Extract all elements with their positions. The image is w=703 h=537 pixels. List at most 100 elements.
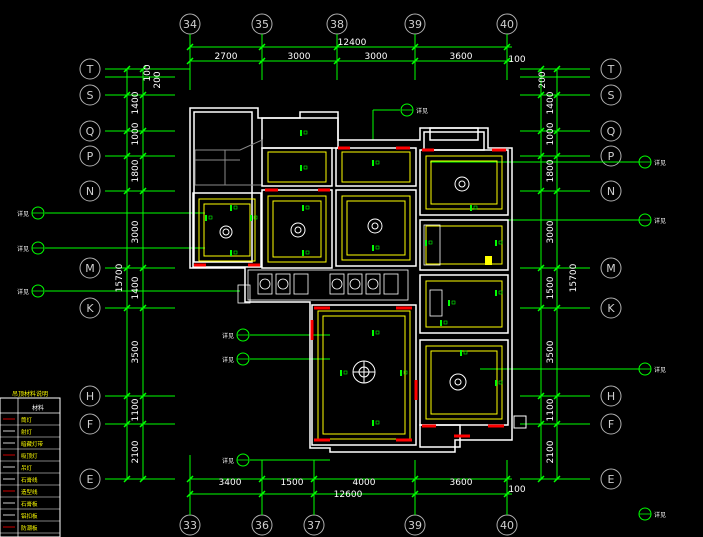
axis-bubble-left-6-label: K: [86, 302, 94, 315]
legend-header: 材料: [32, 404, 44, 412]
dim-bottom-seg-4: 3600: [450, 478, 473, 488]
dim-right-seg-6: 1500: [546, 276, 556, 299]
dim-left-total: 15700: [115, 263, 125, 292]
axis-bubble-right-2: Q: [600, 120, 622, 142]
chandelier-icon: [352, 360, 376, 384]
legend-row-label: 射灯: [21, 428, 33, 436]
callout-bottom: 详见: [638, 507, 666, 521]
axis-bubble-right-2-label: Q: [607, 125, 616, 138]
axis-bubble-top-2: 38: [326, 13, 348, 35]
dim-left-seg-5: 1800: [131, 159, 141, 182]
dim-left-seg-3: 1400: [131, 91, 141, 114]
axis-bubble-left-7: H: [79, 385, 101, 407]
axis-bubble-left-7-label: H: [86, 390, 94, 403]
axis-bubble-bottom-0: 33: [179, 514, 201, 536]
dim-bottom-seg-3: 4000: [353, 478, 376, 488]
dim-right-seg-1: 200: [538, 71, 548, 88]
dim-left-seg-7: 1400: [131, 276, 141, 299]
axis-bubble-right-7-label: H: [607, 390, 615, 403]
callout-left-5-text: 详见: [222, 457, 234, 465]
axis-bubble-left-3-label: P: [87, 150, 94, 163]
legend-title: 吊顶材料说明: [12, 390, 48, 398]
callout-right-0: 详见: [638, 155, 666, 169]
axis-bubble-left-9-label: E: [87, 473, 94, 486]
north-marker: [513, 415, 527, 429]
dim-left-seg-9: 1100: [131, 398, 141, 421]
axis-bubble-right-5: M: [600, 257, 622, 279]
axis-bubble-bottom-2: 37: [303, 514, 325, 536]
dim-left-seg-2: 200: [153, 71, 163, 88]
dimension-ticks: [123, 43, 561, 498]
axis-bubble-right-3: P: [600, 145, 622, 167]
axis-bubble-left-8-label: F: [87, 418, 93, 431]
axis-bubble-top-3-label: 39: [408, 18, 422, 31]
axis-bubble-left-1-label: S: [87, 89, 94, 102]
pendant-light-icon: [219, 225, 233, 239]
axis-bubble-left-1: S: [79, 84, 101, 106]
callout-right-2-text: 详见: [654, 366, 666, 374]
legend-row-label: 吸顶灯: [21, 452, 38, 460]
axis-bubble-top-4-label: 40: [500, 18, 514, 31]
axis-bubble-top-0: 34: [179, 13, 201, 35]
axis-bubble-left-4-label: N: [86, 185, 94, 198]
dim-top-seg-2: 3000: [288, 52, 311, 62]
axis-bubble-right-7: H: [600, 385, 622, 407]
floor-plan: [189, 107, 527, 453]
callout-right-1-text: 详见: [654, 217, 666, 225]
axis-bubble-right-5-label: M: [606, 262, 616, 275]
dimension-lines: [45, 40, 640, 515]
axis-bubble-bottom-2-label: 37: [307, 519, 321, 532]
axis-bubble-right-0: T: [600, 58, 622, 80]
callout-left-5: 详见: [222, 453, 250, 467]
axis-bubble-right-4: N: [600, 180, 622, 202]
legend-row-label: 暗藏灯带: [21, 440, 44, 448]
axis-bubble-right-6: K: [600, 297, 622, 319]
axis-bubble-left-5-label: M: [85, 262, 95, 275]
dim-right-seg-9: 2100: [546, 440, 556, 463]
dim-right-seg-8: 1100: [546, 398, 556, 421]
callout-left-3-text: 详见: [222, 332, 234, 340]
legend-row-label: 石膏线: [21, 476, 38, 484]
dim-bottom-extra: 100: [508, 485, 525, 495]
dim-left-seg-4: 1000: [131, 122, 141, 145]
axis-bubble-bottom-3-label: 39: [408, 519, 422, 532]
callout-left-0: 详见: [17, 206, 45, 220]
legend-row-label: 铝扣板: [21, 512, 38, 520]
axis-bubble-right-9-label: E: [608, 473, 615, 486]
fixture-marker: [485, 256, 492, 265]
axis-bubble-right-1-label: S: [608, 89, 615, 102]
callout-top-text: 详见: [416, 107, 428, 115]
axis-bubble-left-2: Q: [79, 120, 101, 142]
axis-bubble-right-9: E: [600, 468, 622, 490]
axis-bubble-left-0-label: T: [86, 63, 94, 76]
axis-bubble-left-6: K: [79, 297, 101, 319]
axis-bubble-bottom-0-label: 33: [183, 519, 197, 532]
pendant-light-icon: [454, 176, 470, 192]
callout-left-1: 详见: [17, 241, 45, 255]
legend-row-label: 筒灯: [21, 416, 33, 424]
dim-right-seg-7: 3500: [546, 340, 556, 363]
axis-bubble-top-1: 35: [251, 13, 273, 35]
axis-bubble-top-4: 40: [496, 13, 518, 35]
axis-bubble-left-0: T: [79, 58, 101, 80]
dim-bottom-total: 12600: [334, 490, 363, 500]
dim-right-seg-2: 1400: [546, 91, 556, 114]
axis-bubble-bottom-4: 40: [496, 514, 518, 536]
legend-row-label: 石膏板: [21, 500, 38, 508]
legend-row-label: 防潮板: [21, 524, 38, 532]
dim-left-seg-10: 2100: [131, 440, 141, 463]
dim-left-seg-8: 3500: [131, 340, 141, 363]
callout-left-3: 详见: [222, 328, 250, 342]
axis-bubble-left-9: E: [79, 468, 101, 490]
dim-bottom-seg-2: 1500: [281, 478, 304, 488]
axis-bubble-left-2-label: Q: [86, 125, 95, 138]
callout-right-2: 详见: [638, 362, 666, 376]
dim-bottom-seg-1: 3400: [219, 478, 242, 488]
axis-bubble-top-1-label: 35: [255, 18, 269, 31]
dim-top-total: 12400: [338, 38, 367, 48]
dim-left-seg-6: 3000: [131, 220, 141, 243]
callout-bottom-text: 详见: [654, 511, 666, 519]
axis-bubble-bottom-1-label: 36: [255, 519, 269, 532]
callout-left-2-text: 详见: [17, 288, 29, 296]
